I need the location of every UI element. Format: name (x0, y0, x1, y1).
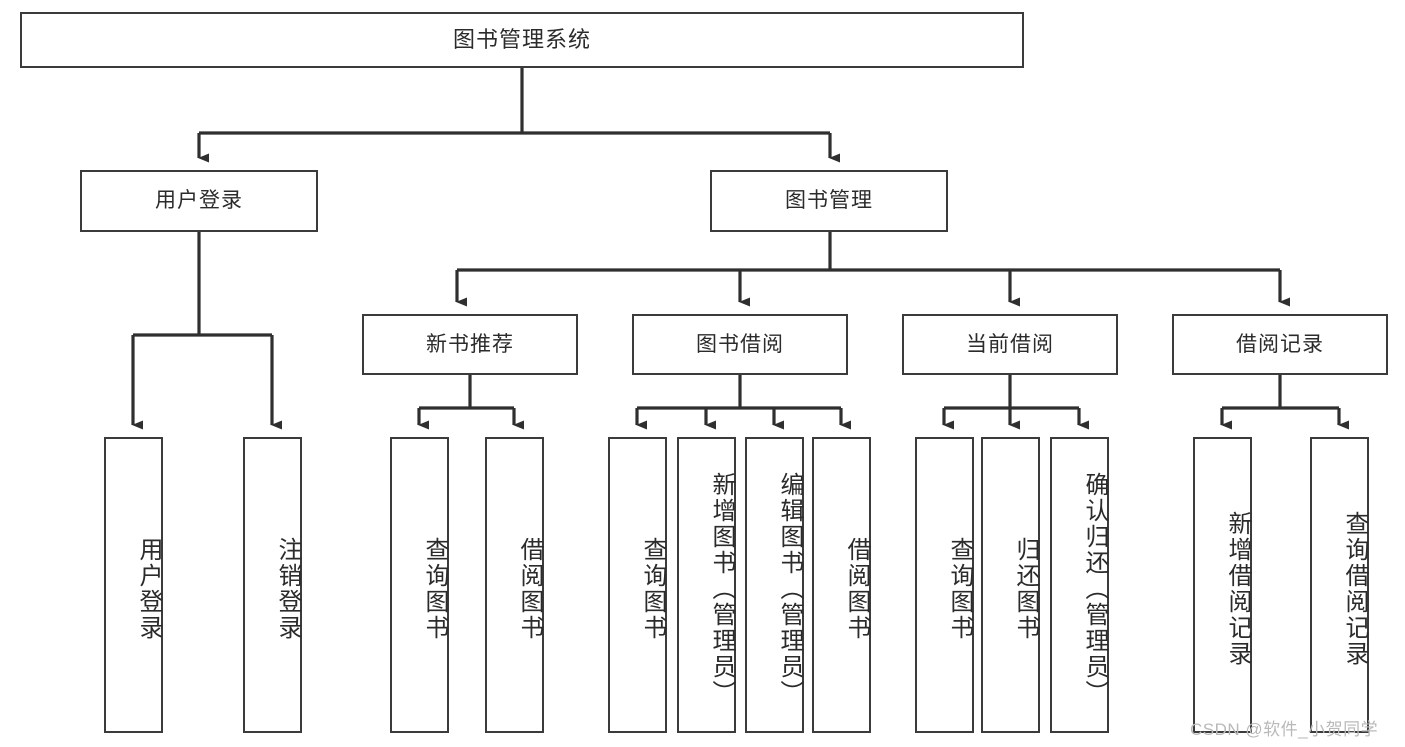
node-current-borrow[interactable]: 当前借阅 (902, 314, 1118, 375)
node-label: 借阅图书 (516, 537, 543, 641)
node-label: 用户登录 (155, 189, 243, 213)
node-user-login[interactable]: 用户登录 (80, 170, 318, 232)
node-leaf-query-book-2[interactable]: 查询图书 (608, 437, 667, 733)
node-leaf-return-book[interactable]: 归还图书 (981, 437, 1040, 733)
node-book-borrow[interactable]: 图书借阅 (632, 314, 848, 375)
node-label: 新书推荐 (426, 332, 514, 356)
node-leaf-borrow-book-2[interactable]: 借阅图书 (812, 437, 871, 733)
node-label: 新增图书（管理员） (708, 472, 735, 706)
node-new-book-recommend[interactable]: 新书推荐 (362, 314, 578, 375)
node-label: 归还图书 (1012, 537, 1039, 641)
node-leaf-query-book-3[interactable]: 查询图书 (915, 437, 974, 733)
node-label: 查询图书 (946, 537, 973, 641)
node-label: 图书管理系统 (452, 26, 591, 52)
node-label: 借阅图书 (843, 537, 870, 641)
node-leaf-query-borrow-record[interactable]: 查询借阅记录 (1310, 437, 1369, 733)
node-leaf-add-borrow-record[interactable]: 新增借阅记录 (1193, 437, 1252, 733)
node-leaf-logout-login[interactable]: 注销登录 (243, 437, 302, 733)
node-label: 确认归还（管理员） (1081, 472, 1108, 706)
node-label: 新增借阅记录 (1224, 511, 1251, 667)
node-leaf-query-book-1[interactable]: 查询图书 (390, 437, 449, 733)
node-label: 编辑图书（管理员） (776, 472, 803, 706)
csdn-watermark: CSDN @软件_小贺同学 (1190, 720, 1379, 739)
node-leaf-user-login[interactable]: 用户登录 (104, 437, 163, 733)
node-label: 查询图书 (421, 537, 448, 641)
node-leaf-confirm-return[interactable]: 确认归还（管理员） (1050, 437, 1109, 733)
node-root-book-management-system[interactable]: 图书管理系统 (20, 12, 1024, 68)
node-label: 图书管理 (785, 189, 873, 213)
node-label: 用户登录 (135, 537, 162, 641)
node-book-management[interactable]: 图书管理 (710, 170, 948, 232)
node-label: 当前借阅 (966, 332, 1054, 356)
node-leaf-add-book[interactable]: 新增图书（管理员） (677, 437, 736, 733)
node-label: 查询借阅记录 (1341, 511, 1368, 667)
node-leaf-borrow-book-1[interactable]: 借阅图书 (485, 437, 544, 733)
node-label: 注销登录 (274, 537, 301, 641)
node-borrow-record[interactable]: 借阅记录 (1172, 314, 1388, 375)
node-label: 查询图书 (639, 537, 666, 641)
node-label: 图书借阅 (696, 332, 784, 356)
node-leaf-edit-book[interactable]: 编辑图书（管理员） (745, 437, 804, 733)
node-label: 借阅记录 (1236, 332, 1324, 356)
